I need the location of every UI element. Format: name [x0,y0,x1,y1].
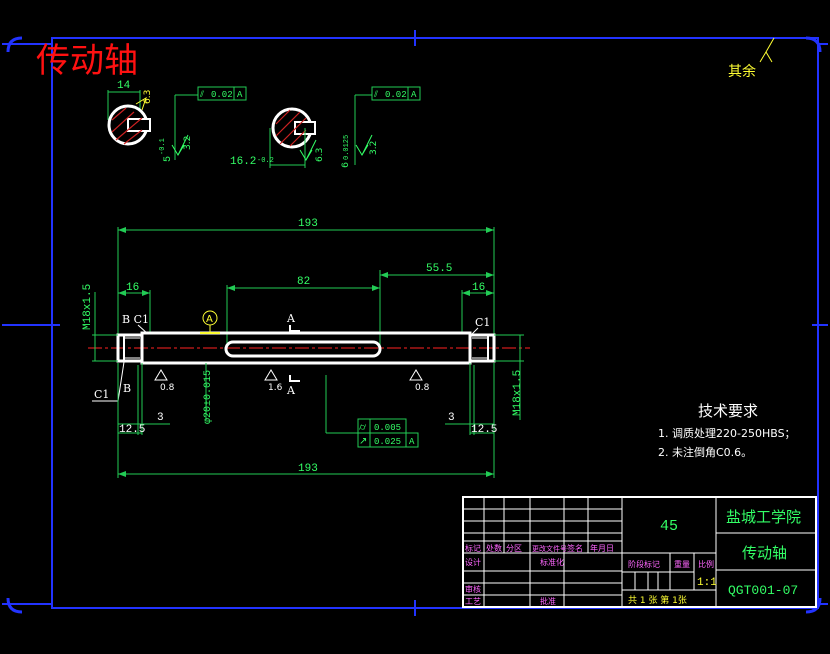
label-b-c1: B C1 [122,313,149,326]
drawing-frame [2,30,828,616]
runout-icon: ↗ [359,436,367,447]
right-section-view: 16.2 -0.2 6.3 ⫽ 0.02 A 3.2 6 0.0125 [230,86,421,168]
tol-row2-value: 0.025 [374,437,401,447]
tb-label-approve: 批准 [540,596,556,606]
other-surfaces-note: 其余 [728,63,756,80]
dim-right-12-5: 12.5 [471,424,497,436]
dim-right-span: 55.5 [426,263,452,275]
left-parallel-icon: ⫽ [199,90,204,100]
tech-req-item-1: 1. 调质处理220-250HBS； [658,427,796,440]
tech-requirements: 技术要求 1. 调质处理220-250HBS； 2. 未注倒角C0.6。 [658,402,796,459]
tb-hdr-zone: 分区 [506,544,522,553]
left-rough-side: 3.2 [183,136,193,150]
dim-diameter: φ20±0.015 [203,370,214,424]
right-depth-tol: -0.2 [257,157,274,165]
right-rough-side: 3.2 [369,141,379,155]
right-width-tol: 0.0125 [343,135,351,160]
tb-label-design: 设计 [465,557,481,567]
left-tolerance-datum: A [237,90,243,100]
tb-drawing-no: QGT001-07 [728,583,798,598]
right-depth-dim: 16.2 [230,156,256,168]
roughness-symbol-icon [759,37,775,63]
right-tolerance-value: 0.02 [385,90,407,100]
label-b: B [123,382,131,395]
tb-school: 盐城工学院 [726,508,801,526]
tech-req-heading: 技术要求 [698,402,758,420]
shaft-main-view: 193 55.5 82 16 16 M18x1.5 [82,218,530,478]
tb-label-ratio: 比例 [698,559,714,569]
label-c1-right: C1 [475,316,490,329]
dim-left-3: 3 [157,412,164,424]
left-tolerance-value: 0.02 [211,90,233,100]
datum-a-letter: A [206,314,213,325]
tb-label-standard: 标准化 [540,557,564,567]
tb-part-name: 传动轴 [742,544,787,562]
tb-hdr-change: 更改文件号 [532,544,567,553]
tb-sheet-info: 共 1 张 第 1张 [628,594,687,606]
tol-row2-datum: A [409,437,415,447]
tb-label-weight: 重量 [674,559,690,569]
tb-scale: 1:1 [697,577,717,589]
tb-material: 45 [660,518,678,535]
rough-left: 0.8 [160,383,175,393]
label-c1-left: C1 [94,388,109,401]
right-rough-face: 6.3 [315,148,325,162]
tb-label-review: 审核 [465,584,481,594]
tb-hdr-sign: 签名 [567,543,583,553]
dim-left-16: 16 [126,282,139,294]
tech-req-item-2: 2. 未注倒角C0.6。 [658,445,752,459]
keyway-slot [224,340,382,358]
tb-hdr-date: 年月日 [590,543,614,553]
rough-mid: 1.6 [268,383,283,393]
tb-label-stage: 阶段标记 [628,559,660,569]
left-section-view: 14 6.3 ⫽ 0.02 A 3.2 5 -0.1 [107,80,247,162]
tb-hdr-mark: 标记 [465,543,481,553]
dim-left-12-5: 12.5 [119,424,145,436]
section-a-bottom: A [286,384,296,397]
right-width-dim: 6 [341,162,352,168]
dim-right-thread: M18x1.5 [512,370,524,416]
cylindricity-icon: ⌭ [359,422,367,433]
left-depth-dim: 5 [163,156,174,162]
dim-bottom-total: 193 [298,463,318,475]
dim-top-total: 193 [298,218,318,230]
geometric-tolerance-box: ⌭ ↗ 0.005 0.025 A [357,418,419,448]
tb-label-process: 工艺 [465,597,481,606]
tb-hdr-count: 处数 [486,543,502,553]
dim-right-3: 3 [448,412,455,424]
left-rough-face: 6.3 [143,90,153,104]
left-depth-tol: -0.1 [159,138,167,155]
drawing-title: 传动轴 [36,41,138,81]
right-thread-end [468,333,496,363]
right-parallel-icon: ⫽ [373,90,378,100]
dim-right-16: 16 [472,282,485,294]
dim-keyway-length: 82 [297,276,310,288]
left-thread-end [116,333,144,363]
section-a-top: A [286,312,296,325]
right-tolerance-datum: A [411,90,417,100]
title-block: 标记 处数 分区 更改文件号 签名 年月日 设计 标准化 审核 工艺 批准 阶段… [462,496,817,608]
tol-row1-value: 0.005 [374,423,401,433]
rough-right: 0.8 [415,383,430,393]
dim-left-thread: M18x1.5 [82,284,94,330]
left-section-width-dim: 14 [117,80,131,92]
